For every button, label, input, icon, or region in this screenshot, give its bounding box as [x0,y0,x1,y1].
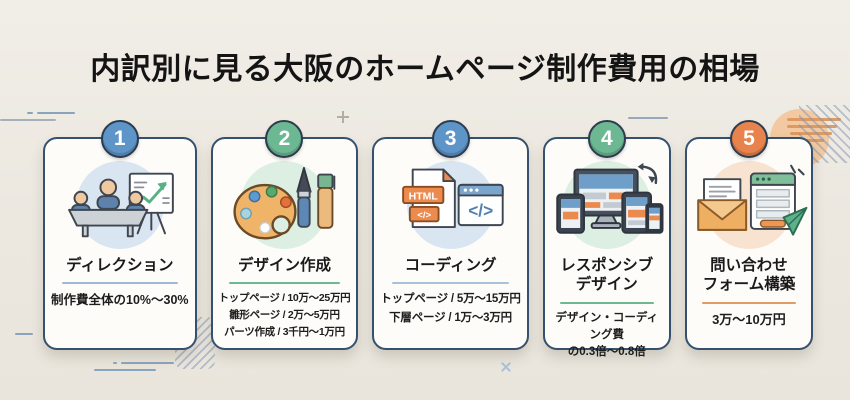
page-title: 内訳別に見る大阪のホームページ制作費用の相場 [90,53,760,86]
detail-line: 雛形ページ / 2万〜5万円 [229,309,340,322]
deco-line [121,362,174,364]
detail-line: 3万〜10万円 [712,311,786,327]
card-contact-form: 5 [684,120,814,350]
svg-text:</>: </> [417,210,431,221]
detail-line: パーツ作成 / 3千円〜1万円 [224,325,345,338]
step-badge: 1 [100,120,139,158]
design-icon [233,167,336,240]
svg-text:</>: </> [468,200,493,220]
step-badge: 3 [431,120,470,158]
divider [229,282,340,285]
card-title: コーディング [404,257,497,274]
card-coding: 3 HTML </> [372,120,529,350]
deco-line [628,117,668,119]
svg-text:HTML: HTML [408,190,438,202]
deco-line [37,112,75,114]
deco-dot [113,362,117,364]
step-badge: 2 [265,120,304,158]
deco-line [94,369,156,371]
card-title: 問い合わせ フォーム構築 [702,257,796,294]
detail-line: トップページ / 10万〜25万円 [218,292,351,305]
detail-line: トップページ / 5万〜15万円 [380,293,521,306]
card-direction: 1 [43,120,197,350]
detail-line: デザイン・コーディング費 [555,311,659,341]
card-details: 3万〜10万円 [693,310,805,331]
card-title: レスポンシブ デザイン [560,257,654,294]
cross-icon [501,362,511,372]
card-details: 制作費全体の10%〜30% [51,290,189,310]
detail-line: の0.3倍〜0.8倍 [567,346,646,359]
card-design: 2 [210,120,359,350]
divider [701,301,797,304]
deco-line [0,119,56,121]
coding-icon: HTML </> </> [401,168,504,228]
step-badge: 5 [729,120,768,158]
responsive-devices-icon [556,162,664,234]
step-badge: 4 [587,120,626,158]
card-details: トップページ / 10万〜25万円 雛形ページ / 2万〜5万円 パーツ作成 /… [219,290,351,340]
divider [62,282,178,285]
cost-cards-row: 1 [43,120,814,358]
detail-line: 制作費全体の10%〜30% [51,293,189,308]
divider [559,301,654,304]
contact-form-icon [697,164,808,236]
card-title: デザイン作成 [237,257,331,274]
card-details: デザイン・コーディング費 の0.3倍〜0.8倍 [551,310,663,362]
divider [391,282,510,285]
deco-line [15,333,33,335]
card-responsive: 4 [542,120,671,358]
detail-line: 下層ページ / 1万〜3万円 [389,311,512,324]
meeting-icon [67,172,174,238]
card-title: ディレクション [66,257,174,274]
card-details: トップページ / 5万〜15万円 下層ページ / 1万〜3万円 [380,290,521,327]
deco-dash [27,112,33,114]
plus-icon [337,111,349,123]
